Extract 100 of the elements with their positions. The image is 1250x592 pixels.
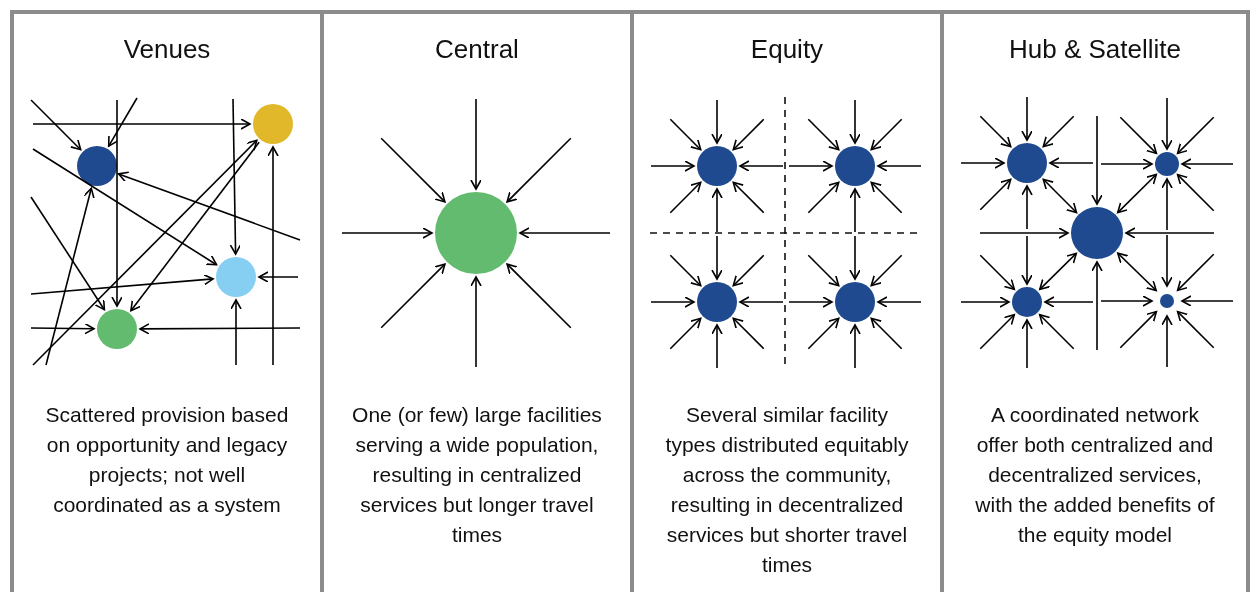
arrow xyxy=(870,317,903,350)
panel-description: Scattered provision based on opportunity and legacy projects; not well coordinated as a system xyxy=(44,402,290,518)
arrow xyxy=(870,254,903,287)
model-panel xyxy=(320,10,630,592)
facility-circle xyxy=(697,146,737,186)
arrow xyxy=(1021,319,1033,369)
arrow xyxy=(1044,296,1094,308)
arrow xyxy=(711,324,723,369)
arrow xyxy=(807,254,840,287)
arrow xyxy=(979,313,1016,350)
arrow xyxy=(732,317,765,350)
arrow xyxy=(117,171,301,241)
arrow xyxy=(1100,295,1153,307)
model-panel xyxy=(10,10,320,592)
arrow xyxy=(711,99,723,144)
arrow xyxy=(849,324,861,369)
arrow xyxy=(979,178,1012,211)
arrow xyxy=(711,188,723,233)
facility-circle xyxy=(1007,143,1047,183)
arrow xyxy=(380,263,446,329)
arrow xyxy=(470,276,482,368)
arrow xyxy=(1125,227,1215,239)
facility-circle xyxy=(216,257,256,297)
arrow xyxy=(470,98,482,190)
arrow xyxy=(30,322,95,335)
arrow xyxy=(1119,310,1158,349)
arrow xyxy=(788,296,833,308)
arrow xyxy=(32,148,218,266)
arrow xyxy=(877,296,922,308)
arrow xyxy=(1039,252,1078,291)
arrow xyxy=(30,196,106,311)
panel-description: A coordinated network offer both centralized and decentralized services, with the added benefits of the equity model xyxy=(974,402,1216,548)
arrow xyxy=(711,235,723,280)
arrow xyxy=(1042,115,1075,148)
arrow xyxy=(669,118,702,151)
panel-description: Several similar facility types distributed equitably across the community, resulting in decentralized services but shorter travel times xyxy=(664,402,910,578)
arrow xyxy=(650,160,695,172)
arrow xyxy=(32,118,251,130)
arrow xyxy=(506,137,572,203)
arrow xyxy=(380,137,446,203)
facility-circle xyxy=(253,104,293,144)
arrow xyxy=(1091,261,1103,351)
arrow xyxy=(849,99,861,144)
arrow xyxy=(1161,315,1173,368)
facility-circle xyxy=(1012,287,1042,317)
facility-circle xyxy=(835,146,875,186)
arrow xyxy=(1176,116,1215,155)
arrow xyxy=(960,296,1010,308)
panel-description: One (or few) large facilities serving a wide population, resulting in centralized services but longer travel times xyxy=(351,402,603,548)
arrow xyxy=(1181,158,1234,170)
arrow xyxy=(1021,235,1033,285)
arrow xyxy=(1161,178,1173,231)
arrow xyxy=(258,271,299,283)
arrow xyxy=(230,299,242,366)
arrow xyxy=(849,188,861,233)
arrow xyxy=(870,118,903,151)
arrow xyxy=(849,235,861,280)
arrow xyxy=(30,99,82,151)
arrow xyxy=(1119,116,1158,155)
arrow xyxy=(979,115,1012,148)
arrow xyxy=(1116,173,1158,214)
arrow xyxy=(788,160,833,172)
facility-circle xyxy=(1160,294,1174,308)
arrow xyxy=(107,97,138,147)
arrow xyxy=(1100,158,1153,170)
panel-heading: Venues xyxy=(122,34,212,65)
facility-circle xyxy=(435,192,517,274)
arrow xyxy=(1042,178,1078,214)
arrow xyxy=(267,146,279,366)
arrow xyxy=(506,263,572,329)
arrow xyxy=(807,317,840,350)
arrow xyxy=(1176,173,1215,212)
arrow xyxy=(739,160,784,172)
arrow xyxy=(732,181,765,214)
arrow xyxy=(45,187,95,366)
model-panel xyxy=(630,10,940,592)
facility-circle xyxy=(77,146,117,186)
arrow xyxy=(669,181,702,214)
arrow xyxy=(979,254,1016,291)
arrow xyxy=(1117,252,1157,292)
arrow xyxy=(1176,310,1215,349)
arrow xyxy=(1091,115,1103,205)
arrow xyxy=(1021,96,1033,141)
arrow xyxy=(1038,313,1075,350)
arrow xyxy=(229,98,242,255)
arrow xyxy=(669,317,702,350)
arrow xyxy=(960,157,1005,169)
arrow xyxy=(807,118,840,151)
facility-circle xyxy=(1071,207,1123,259)
arrow xyxy=(1181,295,1234,307)
arrow xyxy=(1049,157,1094,169)
arrow xyxy=(341,227,433,239)
arrow xyxy=(732,254,765,287)
arrow xyxy=(979,227,1069,239)
arrow xyxy=(32,139,258,366)
arrow xyxy=(1021,185,1033,230)
arrow xyxy=(1176,253,1215,292)
model-panel xyxy=(940,10,1250,592)
arrow xyxy=(807,181,840,214)
arrow xyxy=(1161,234,1173,287)
